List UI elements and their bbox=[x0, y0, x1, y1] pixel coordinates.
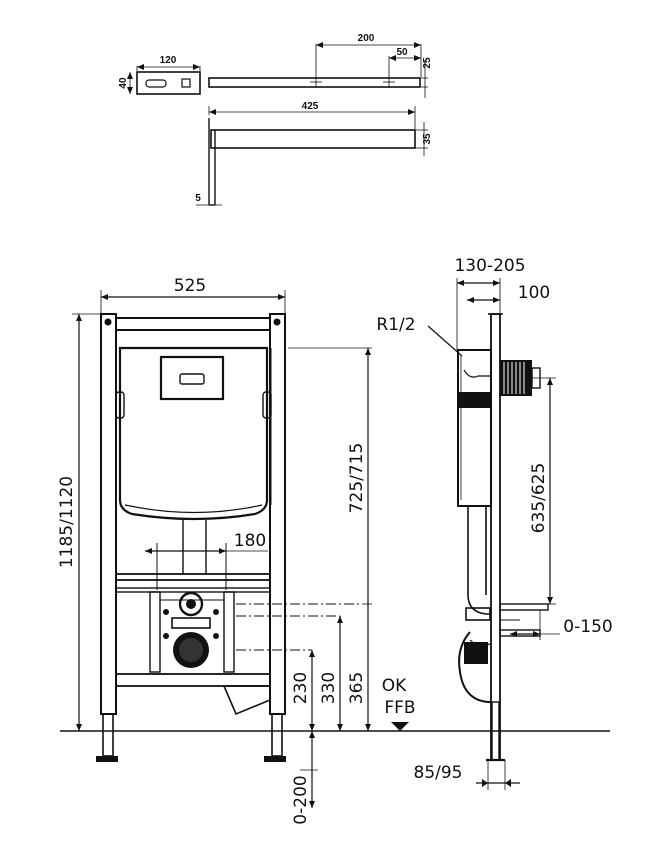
rail-gap-label: 50 bbox=[396, 47, 408, 58]
foot-depth-label: 85/95 bbox=[414, 763, 463, 783]
bracket-detail: 120 40 bbox=[118, 55, 201, 95]
rail-offset-label: 200 bbox=[358, 33, 375, 44]
frame-depth-label: 100 bbox=[518, 283, 550, 303]
frame-width-label: 525 bbox=[174, 276, 206, 296]
floor-label-ok: OK bbox=[382, 676, 407, 696]
bar-thickness-label: 35 bbox=[422, 133, 433, 145]
screw-icon bbox=[273, 318, 281, 326]
bar-detail: 425 35 5 bbox=[195, 101, 433, 206]
outlet-height-label: 230 bbox=[291, 672, 311, 704]
floor-label-ffb: FFB bbox=[384, 698, 415, 718]
inlet-height-label: 330 bbox=[319, 672, 339, 704]
outlet-adjust-label: 0-150 bbox=[563, 617, 612, 637]
rail-detail: 200 50 25 bbox=[208, 33, 433, 98]
cistern-height-label: 725/715 bbox=[347, 443, 367, 514]
front-view: 180 525 1185/1120 725/715 bbox=[57, 276, 372, 825]
rail-thickness-label: 25 bbox=[422, 57, 433, 69]
cistern-depth-label: 635/625 bbox=[529, 463, 549, 534]
depth-range-label: 130-205 bbox=[454, 256, 525, 276]
bar-length-label: 425 bbox=[302, 101, 319, 112]
floor-marker-icon bbox=[391, 722, 409, 731]
bracket-width-label: 120 bbox=[160, 55, 177, 66]
pipe-spacing-label: 180 bbox=[234, 531, 266, 551]
screw-icon bbox=[104, 318, 112, 326]
thread-label: R1/2 bbox=[376, 315, 415, 335]
leg-width-label: 5 bbox=[195, 193, 201, 204]
axis-height-label: 365 bbox=[347, 672, 367, 704]
foot-adjust-label: 0-200 bbox=[291, 775, 311, 824]
side-view: R1/2 130-205 100 635/625 0-150 bbox=[376, 256, 613, 790]
bracket-height-label: 40 bbox=[118, 77, 129, 89]
total-height-label: 1185/1120 bbox=[57, 476, 77, 568]
